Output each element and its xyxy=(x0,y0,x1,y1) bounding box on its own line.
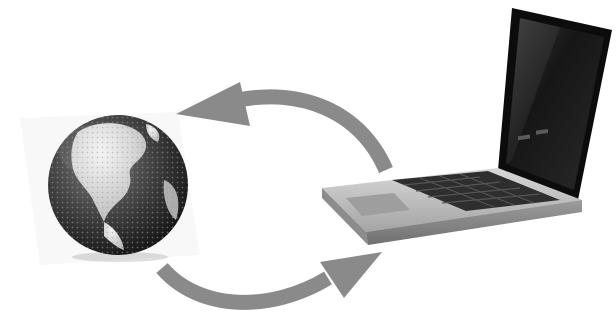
arrow-right-icon xyxy=(162,252,382,302)
globe-icon xyxy=(20,110,200,270)
arrow-left-icon xyxy=(176,82,386,170)
